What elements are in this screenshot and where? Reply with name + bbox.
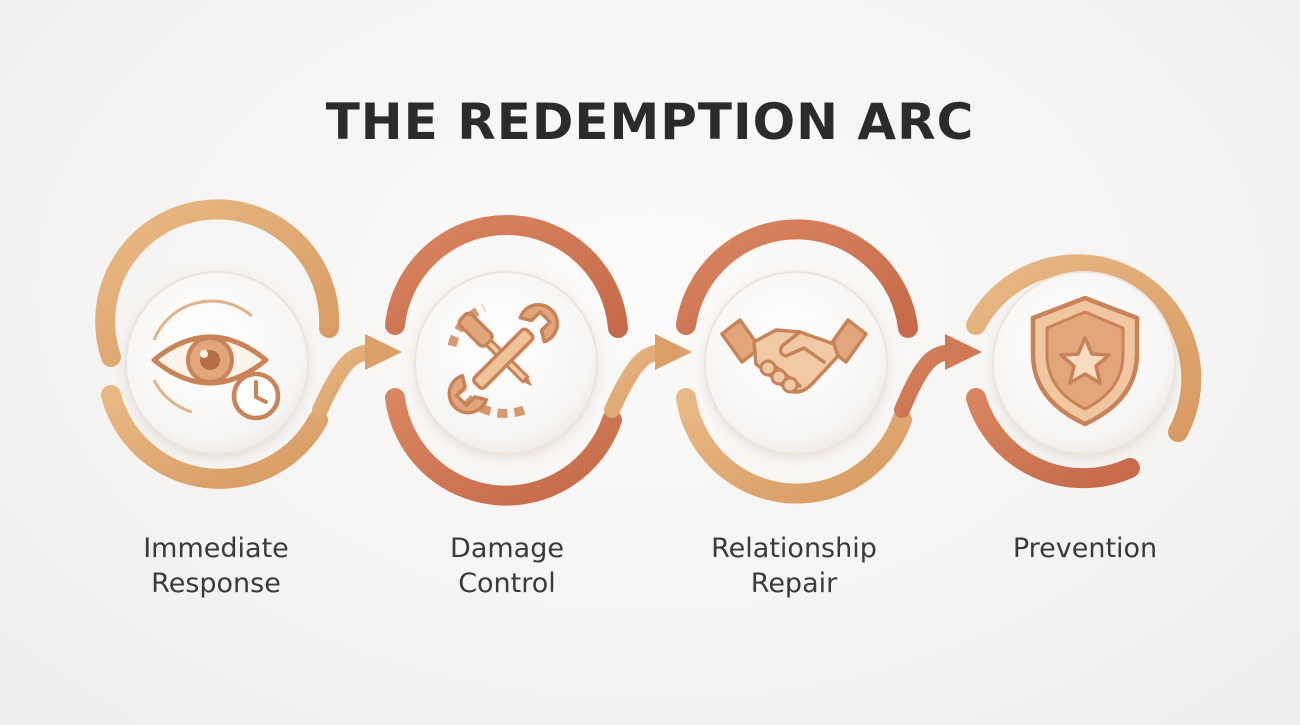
arrowhead-2-3 <box>655 334 692 370</box>
step-label-line: Relationship <box>711 533 877 564</box>
step-3-top-arc <box>676 219 918 338</box>
shield-star-icon <box>1030 295 1140 427</box>
step-label-line: Control <box>458 568 556 599</box>
step-label-relationship-repair: Relationship Repair <box>674 531 914 601</box>
arrowhead-1-2 <box>365 334 402 370</box>
step-label-prevention: Prevention <box>965 531 1205 566</box>
step-4-bottom-arc <box>966 388 1140 489</box>
step-4-top-arc <box>966 254 1202 442</box>
step-label-line: Response <box>151 568 281 599</box>
step-label-immediate-response: Immediate Response <box>96 531 336 601</box>
handshake-icon <box>720 318 868 394</box>
step-3-bottom-arc <box>676 388 912 504</box>
step-2-top-arc <box>385 214 628 338</box>
arrowhead-3-4 <box>945 334 982 370</box>
diagram-title: THE REDEMPTION ARC <box>325 93 975 151</box>
step-label-line: Prevention <box>1012 533 1158 564</box>
step-label-line: Repair <box>750 568 838 599</box>
step-label-line: Immediate <box>143 533 289 564</box>
step-2-bottom-arc <box>385 388 622 506</box>
step-label-damage-control: Damage Control <box>387 531 627 601</box>
wrench-screwdriver-gear-icon <box>447 302 560 418</box>
step-1-bottom-arc <box>101 385 328 489</box>
step-label-line: Damage <box>450 533 564 564</box>
eye-clock-icon <box>151 299 281 421</box>
step-1-top-arc <box>95 199 340 367</box>
